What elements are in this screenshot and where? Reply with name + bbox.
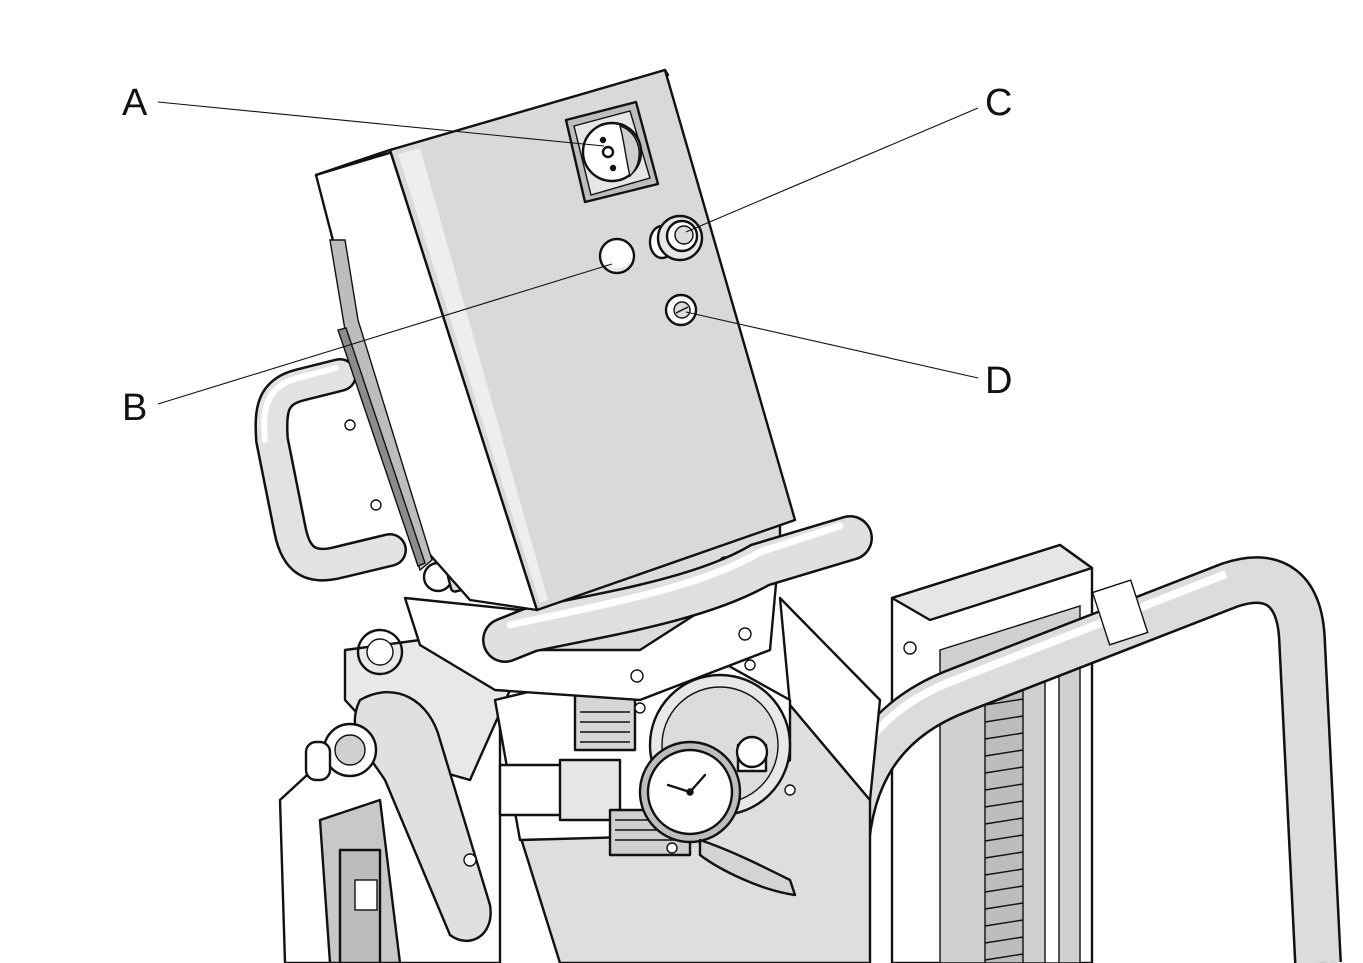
leader-line-a — [157, 101, 605, 147]
left-bracket — [278, 628, 512, 963]
hand-wheel — [638, 740, 742, 844]
main-switch-rotary[interactable] — [564, 100, 660, 204]
key-switch[interactable] — [664, 293, 698, 327]
leader-line-c — [685, 107, 979, 233]
rack-frame — [821, 543, 1342, 963]
control-box — [314, 68, 797, 612]
gear-rack — [984, 689, 1024, 963]
callout-label-a: A — [122, 82, 148, 124]
leader-line-d — [685, 311, 979, 379]
leader-line-b — [157, 263, 613, 405]
drive-block — [493, 648, 797, 897]
callout-label-d: D — [985, 360, 1012, 402]
control-panel-face — [388, 68, 797, 612]
callout-labels: A B C D — [122, 82, 1012, 429]
callout-label-c: C — [985, 82, 1012, 124]
callout-leaders — [157, 101, 979, 405]
indicator-lamp — [598, 237, 636, 275]
front-handle — [482, 515, 873, 663]
callout-label-b: B — [122, 387, 147, 429]
